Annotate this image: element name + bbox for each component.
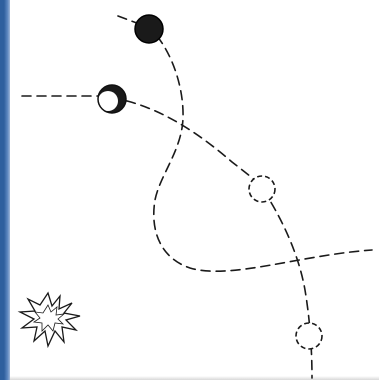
shaded-circle-icon [98, 85, 126, 113]
trajectory-path-filled-ball [118, 16, 372, 271]
trajectory-path-shaded-ball [22, 96, 312, 378]
dashed-circle-icon [249, 176, 275, 202]
dashed-circle-icon [296, 323, 322, 349]
starburst-icon [20, 293, 80, 346]
filled-circle-icon [135, 15, 163, 43]
